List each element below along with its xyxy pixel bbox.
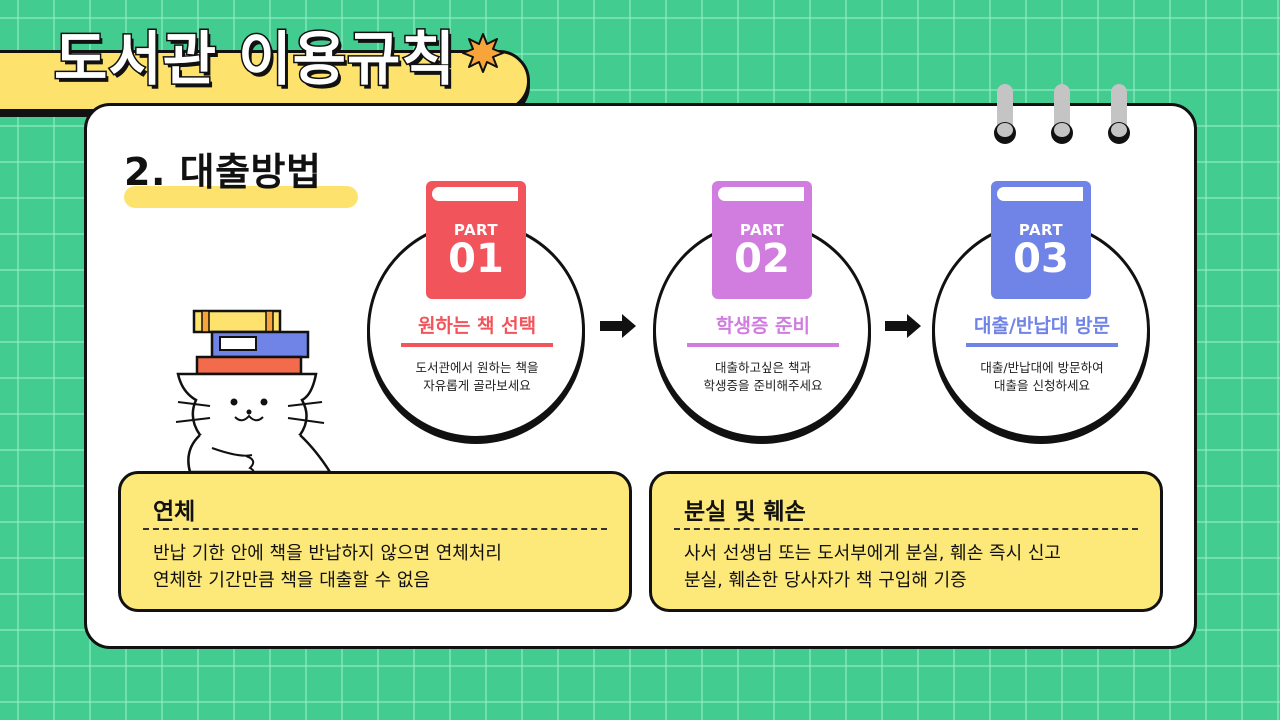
dashed-divider	[674, 528, 1138, 530]
binder-rings	[992, 84, 1132, 144]
step-description: 도서관에서 원하는 책을 자유롭게 골라보세요	[367, 359, 587, 395]
step-desc-line: 대출하고싶은 책과	[715, 360, 811, 375]
cat-illustration	[175, 309, 333, 479]
section-heading: 2. 대출방법	[124, 150, 358, 208]
page-title: 도서관 이용규칙	[53, 25, 457, 93]
step-underline	[966, 343, 1118, 347]
step-underline	[401, 343, 553, 347]
arrow-right-icon	[600, 314, 636, 338]
step-description: 대출/반납대에 방문하여 대출을 신청하세요	[932, 359, 1152, 395]
section-title: 2. 대출방법	[124, 150, 322, 194]
step-card-3: PART 03 대출/반납대 방문 대출/반납대에 방문하여 대출을 신청하세요	[932, 181, 1152, 439]
step-desc-line: 학생증을 준비해주세요	[703, 378, 823, 393]
part-number: 01	[448, 236, 504, 282]
info-line: 분실, 훼손한 당사자가 책 구입해 기증	[684, 570, 967, 591]
step-card-2: PART 02 학생증 준비 대출하고싶은 책과 학생증을 준비해주세요	[653, 181, 873, 439]
part-label: PART	[739, 221, 785, 239]
step-title: 대출/반납대 방문	[974, 315, 1110, 337]
step-underline	[687, 343, 839, 347]
step-desc-line: 대출을 신청하세요	[994, 378, 1090, 393]
section-highlight	[124, 186, 358, 208]
info-line: 사서 선생님 또는 도서부에게 분실, 훼손 즉시 신고	[684, 543, 1061, 564]
star-icon	[462, 33, 504, 73]
info-line: 연체한 기간만큼 책을 대출할 수 없음	[153, 570, 431, 591]
step-description: 대출하고싶은 책과 학생증을 준비해주세요	[653, 359, 873, 395]
part-number: 03	[1013, 236, 1069, 282]
info-title: 분실 및 훼손	[684, 499, 806, 525]
info-body: 반납 기한 안에 책을 반납하지 않으면 연체처리 연체한 기간만큼 책을 대출…	[153, 540, 502, 594]
part-label: PART	[453, 221, 499, 239]
step-card-1: PART 01 원하는 책 선택 도서관에서 원하는 책을 자유롭게 골라보세요	[367, 181, 587, 439]
part-number: 02	[734, 236, 790, 282]
step-desc-line: 도서관에서 원하는 책을	[415, 360, 539, 375]
book-icon: PART 01	[426, 181, 526, 299]
step-title: 원하는 책 선택	[417, 315, 537, 337]
step-desc-line: 대출/반납대에 방문하여	[980, 360, 1104, 375]
step-desc-line: 자유롭게 골라보세요	[423, 378, 531, 393]
arrow-right-icon	[885, 314, 921, 338]
part-label: PART	[1018, 221, 1064, 239]
info-line: 반납 기한 안에 책을 반납하지 않으면 연체처리	[153, 543, 502, 564]
info-body: 사서 선생님 또는 도서부에게 분실, 훼손 즉시 신고 분실, 훼손한 당사자…	[684, 540, 1061, 594]
book-icon: PART 02	[712, 181, 812, 299]
info-box-loss-damage: 분실 및 훼손 사서 선생님 또는 도서부에게 분실, 훼손 즉시 신고 분실,…	[649, 471, 1163, 612]
step-title: 학생증 준비	[715, 315, 810, 337]
dashed-divider	[143, 528, 607, 530]
book-icon: PART 03	[991, 181, 1091, 299]
info-title: 연체	[153, 499, 196, 525]
info-box-overdue: 연체 반납 기한 안에 책을 반납하지 않으면 연체처리 연체한 기간만큼 책을…	[118, 471, 632, 612]
